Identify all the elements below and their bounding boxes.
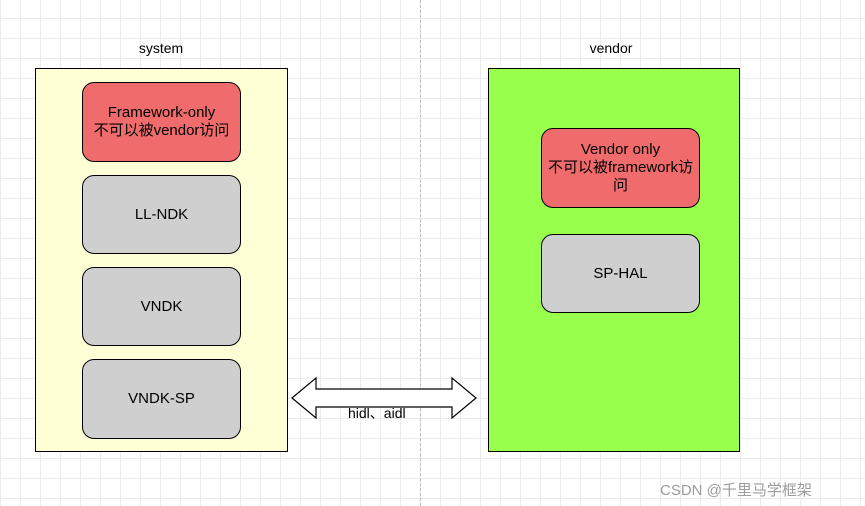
csdn-watermark: CSDN @千里马学框架 bbox=[660, 482, 812, 499]
vndk-label: VNDK bbox=[140, 297, 183, 315]
vendor-only-desc-cont: 问 bbox=[612, 177, 628, 194]
center-divider-line bbox=[420, 0, 421, 506]
vndk-box: VNDK bbox=[82, 267, 241, 346]
framework-only-box: Framework-only 不可以被vendor访问 bbox=[82, 82, 241, 162]
ll-ndk-label: LL-NDK bbox=[134, 205, 189, 223]
ll-ndk-box: LL-NDK bbox=[82, 175, 241, 254]
connector-label: hidl、aidl bbox=[348, 405, 406, 421]
vendor-heading: vendor bbox=[589, 40, 633, 56]
sp-hal-label: SP-HAL bbox=[593, 264, 648, 282]
vndk-sp-label: VNDK-SP bbox=[128, 390, 195, 407]
framework-only-desc: 不可以被vendor访问 bbox=[93, 122, 230, 139]
framework-only-title: Framework-only bbox=[107, 104, 216, 121]
vndk-sp-box: VNDK-SP bbox=[82, 359, 241, 439]
vendor-only-title: Vendor only bbox=[580, 141, 661, 158]
system-heading: system bbox=[138, 40, 184, 56]
vendor-only-desc: 不可以被framework访 bbox=[547, 159, 693, 176]
sp-hal-box: SP-HAL bbox=[541, 234, 700, 313]
vendor-only-box: Vendor only 不可以被framework访 问 bbox=[541, 128, 700, 208]
